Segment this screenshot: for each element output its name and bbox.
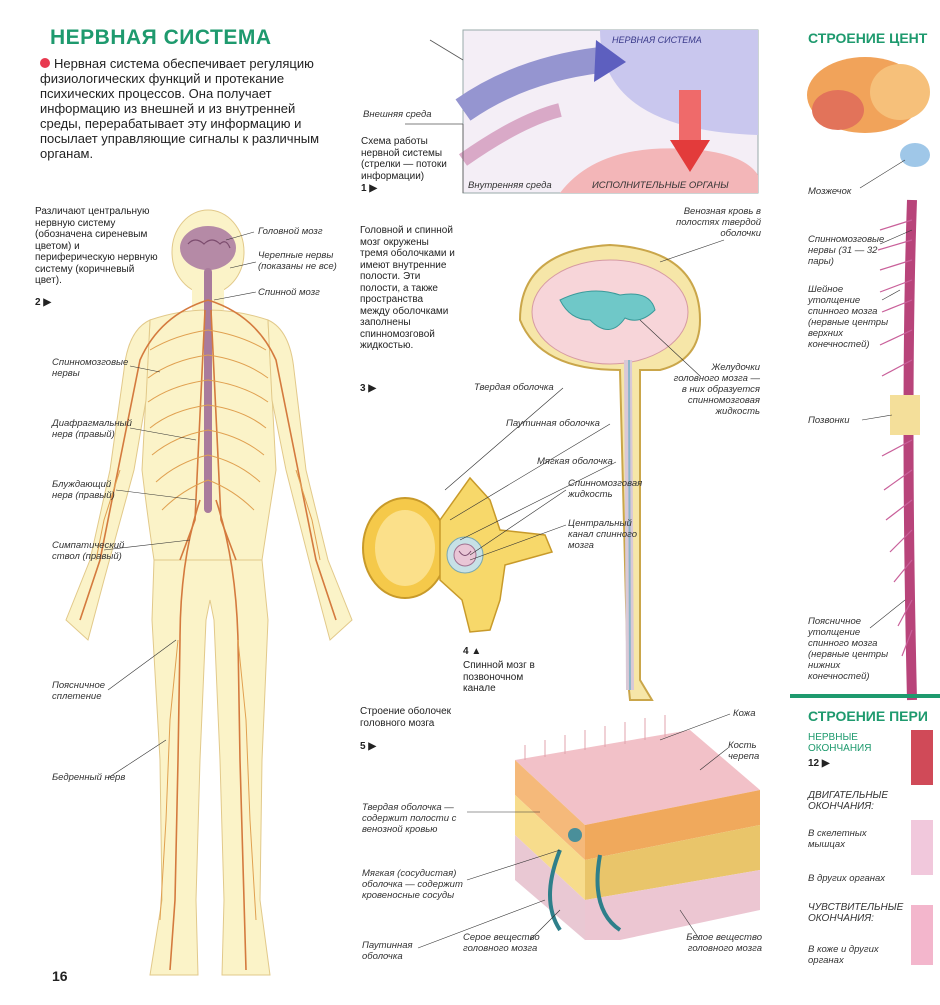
input-arrow-icon [594, 40, 626, 82]
section-divider [790, 694, 940, 698]
page-number: 16 [52, 968, 68, 984]
label-phrenic-nerve: Диафрагмальный нерв (правый) [52, 418, 132, 440]
label-arachnoid: Паутинная оболочка [506, 418, 600, 429]
label-ventricles: Желудочки головного мозга — в них образу… [673, 362, 760, 417]
right-section-title-2: СТРОЕНИЕ ПЕРИ [808, 708, 928, 724]
label-pia-5: Мягкая (сосудистая) оболочка — содержит … [362, 868, 463, 901]
fig1-caption: Схема работы нервной системы (стрелки — … [361, 136, 447, 182]
label-spinal-cord: Спинной мозг [258, 287, 320, 298]
fig2-caption: Различают центральную нервную систему (о… [35, 206, 158, 286]
output-arrow-icon [670, 140, 710, 172]
fig4-caption: Спинной мозг в позвоночном канале [463, 660, 535, 694]
label-motor-endings: ДВИГАТЕЛЬНЫЕ ОКОНЧАНИЯ: [808, 790, 889, 812]
label-cranial-nerves: Черепные нервы (показаны не все) [258, 250, 337, 272]
leader-lines [103, 159, 913, 949]
label-skull: Кость черепа [728, 740, 760, 762]
scheme-label-organs: ИСПОЛНИТЕЛЬНЫЕ ОРГАНЫ [592, 180, 729, 191]
scheme-label-nervous-system: НЕРВНАЯ СИСТЕМА [612, 35, 702, 45]
label-grey-matter: Серое вещество головного мозга [463, 932, 540, 954]
label-spinal-nerves-pairs: Спинномозговые нервы (31 — 32 пары) [808, 234, 885, 267]
label-dura-5: Твердая оболочка — содержит полости с ве… [362, 802, 457, 835]
label-sensory-endings: ЧУВСТВИТЕЛЬНЫЕ ОКОНЧАНИЯ: [808, 902, 904, 924]
right-section-title-1: СТРОЕНИЕ ЦЕНТ [808, 30, 928, 46]
label-pia: Мягкая оболочка [537, 456, 613, 467]
scheme-label-inner: Внутренняя среда [468, 180, 552, 191]
right-panel-art [807, 57, 933, 965]
label-skeletal-muscles: В скелетных мышцах [808, 828, 867, 850]
label-csf: Спинномозговая жидкость [568, 478, 643, 500]
meninges-block [515, 715, 760, 940]
label-brain: Головной мозг [258, 226, 323, 237]
page-title: НЕРВНАЯ СИСТЕМА [50, 26, 272, 49]
label-sympathetic-trunk: Симпатический ствол (правый) [52, 540, 125, 562]
human-body-figure [65, 209, 353, 976]
fig4-number: 4 ▲ [463, 646, 482, 657]
fig3-caption: Головной и спинной мозг окружены тремя о… [360, 225, 455, 351]
label-lumbar-enlargement: Поясничное утолщение спинного мозга (нер… [808, 616, 889, 682]
scheme-diagram [405, 29, 759, 194]
scheme-label-outer: Внешняя среда [363, 109, 432, 120]
label-cerebellum: Мозжечок [808, 186, 852, 197]
label-white-matter: Белое вещество головного мозга [686, 932, 762, 954]
fig5-number: 5 ▶ [360, 741, 377, 752]
fig1-number: 1 ▶ [361, 183, 378, 194]
label-spinal-nerves: Спинномозговые нервы [52, 357, 129, 379]
bullet-dot-icon [40, 58, 50, 68]
label-cervical-enlargement: Шейное утолщение спинного мозга (нервные… [808, 284, 889, 350]
brain-spinal-section [518, 243, 702, 701]
label-skin-organs: В коже и других органах [808, 944, 879, 966]
label-vertebrae: Позвонки [808, 415, 850, 426]
intro-text: Нервная система обеспечивает регуляцию ф… [40, 56, 340, 161]
label-skin: Кожа [733, 708, 756, 719]
label-lumbar-plexus: Поясничное сплетение [52, 680, 106, 702]
label-other-organs: В других органах [808, 873, 885, 884]
fig12-number: 12 ▶ [808, 758, 830, 769]
fig2-number: 2 ▶ [35, 297, 52, 308]
label-nerve-endings: НЕРВНЫЕ ОКОНЧАНИЯ [808, 732, 872, 754]
label-arachnoid-5: Паутинная оболочка [362, 940, 413, 962]
label-vagus-nerve: Блуждающий нерв (правый) [52, 479, 115, 501]
label-femoral-nerve: Бедренный нерв [52, 772, 126, 783]
label-dura: Твердая оболочка [474, 382, 554, 393]
label-venous-blood: Венозная кровь в полостях твердой оболоч… [676, 206, 762, 239]
fig3-number: 3 ▶ [360, 383, 377, 394]
fig5-caption: Строение оболочек головного мозга [360, 706, 452, 729]
label-central-canal: Центральный канал спинного мозга [568, 518, 638, 551]
intro-body: Нервная система обеспечивает регуляцию ф… [40, 56, 320, 161]
vertebra-section [362, 476, 554, 633]
